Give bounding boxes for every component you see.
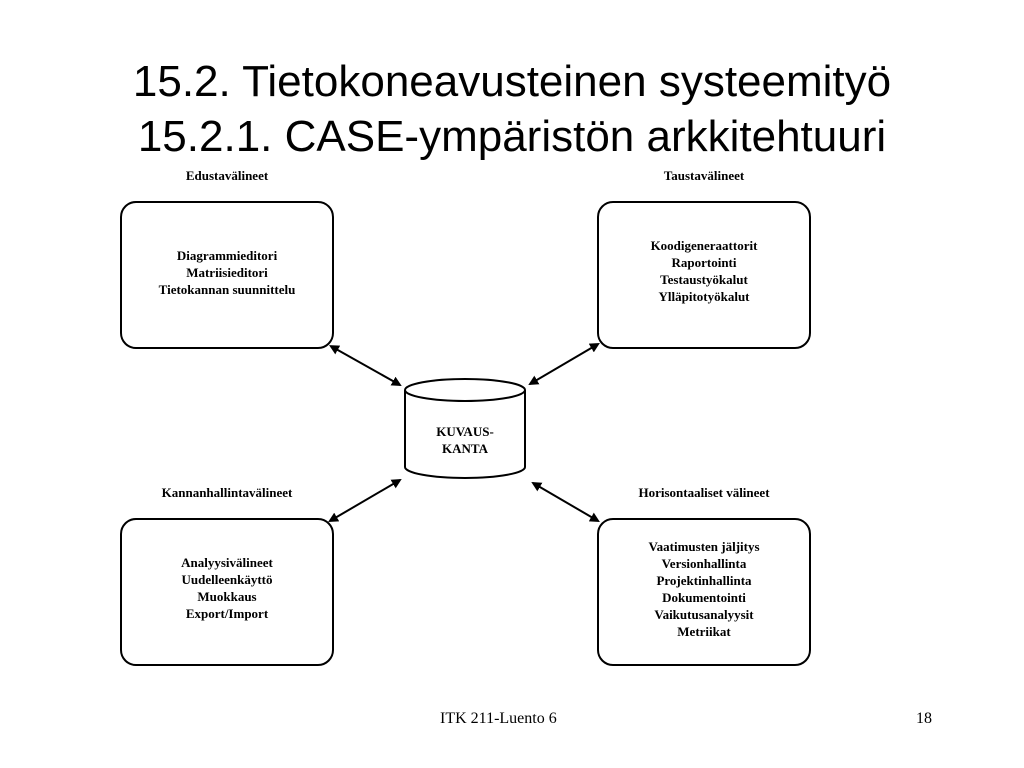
front-tool-item: Matriisieditori	[186, 265, 268, 280]
repository-cylinder	[404, 378, 526, 479]
slide-title-line-2: 15.2.1. CASE-ympäristön arkkitehtuuri	[137, 112, 887, 161]
back-tool-item: Koodigeneraattorit	[650, 238, 758, 253]
back-tool-item: Testaustyökalut	[660, 272, 748, 287]
back-tools-label: Taustavälineet	[663, 168, 745, 183]
db-tools-label: Kannanhallintavälineet	[161, 485, 293, 500]
slide-title-line-1: 15.2. Tietokoneavusteinen systeemityö	[132, 57, 892, 106]
horizontal-tools-label: Horisontaaliset välineet	[638, 485, 770, 500]
horizontal-tool-item: Projektinhallinta	[656, 573, 752, 588]
dbtools-tool-item: Muokkaus	[197, 589, 257, 604]
front-tools-label: Edustavälineet	[185, 168, 269, 183]
horizontal-tool-item: Dokumentointi	[662, 590, 746, 605]
repository-label: KUVAUS- KANTA	[405, 423, 525, 457]
footer-course: ITK 211-Luento 6	[440, 710, 557, 727]
horizontal-tool-item: Versionhallinta	[661, 556, 747, 571]
horizontal-tool-item: Vaikutusanalyysit	[654, 607, 754, 622]
arrow-back-repository	[528, 342, 600, 386]
front-tool-item: Tietokannan suunnittelu	[158, 282, 296, 297]
arrow-front-repository	[329, 345, 402, 386]
horizontal-tool-item: Vaatimusten jäljitys	[648, 539, 760, 554]
repository-label-line-1: KUVAUS-	[436, 424, 494, 439]
footer-page-number: 18	[916, 710, 932, 727]
dbtools-tool-item: Export/Import	[185, 606, 269, 621]
front-tool-item: Diagrammieditori	[176, 248, 278, 263]
horizontal-tool-item: Metriikat	[677, 624, 731, 639]
arrow-dbtools-repository	[328, 478, 402, 523]
back-tool-item: Ylläpitotyökalut	[658, 289, 750, 304]
dbtools-tool-item: Analyysivälineet	[181, 555, 273, 570]
repository-label-line-2: KANTA	[442, 441, 488, 456]
dbtools-tool-item: Uudelleenkäyttö	[181, 572, 273, 587]
arrow-horizontal-repository	[531, 481, 600, 523]
back-tool-item: Raportointi	[671, 255, 737, 270]
